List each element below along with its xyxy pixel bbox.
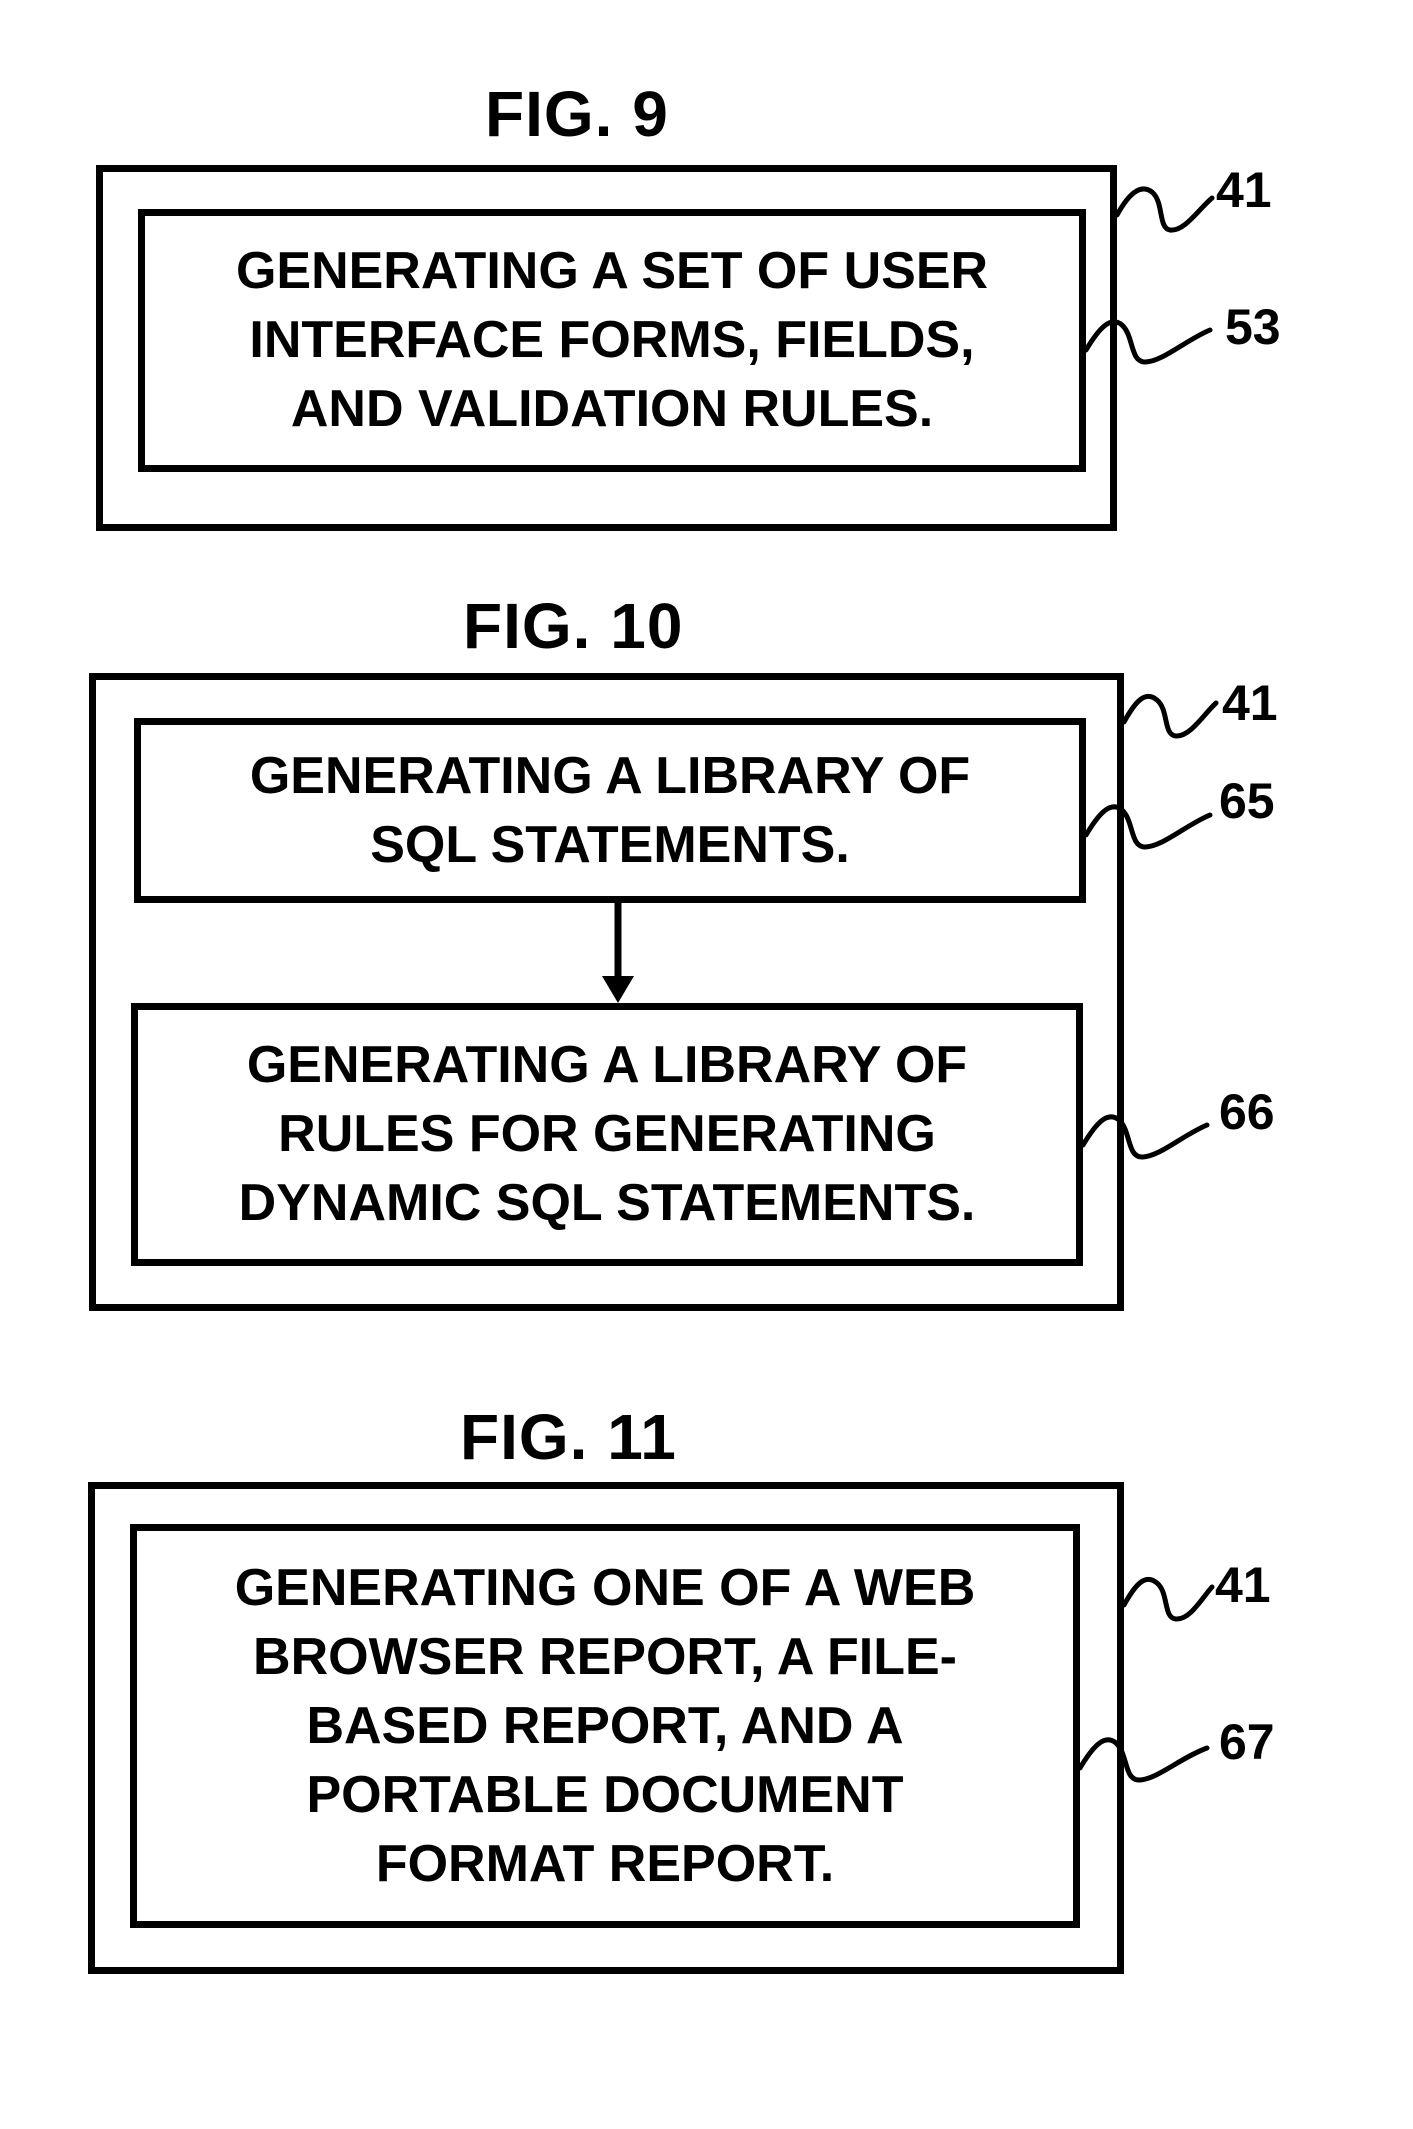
fig10-step2-box: GENERATING A LIBRARY OF RULES FOR GENERA… [131, 1003, 1083, 1266]
fig10-outer-leader [1124, 696, 1216, 736]
fig9-step-box: GENERATING A SET OF USER INTERFACE FORMS… [138, 209, 1086, 472]
fig11-step-line-4: PORTABLE DOCUMENT [306, 1761, 903, 1830]
fig10-step2-line-3: DYNAMIC SQL STATEMENTS. [239, 1169, 976, 1238]
fig9-step-line-1: GENERATING A SET OF USER [236, 237, 988, 306]
fig10-step1-line-1: GENERATING A LIBRARY OF [250, 742, 970, 811]
fig11-step-line-2: BROWSER REPORT, A FILE- [253, 1623, 957, 1692]
fig11-step-ref-label: 67 [1219, 1717, 1275, 1767]
fig9-outer-leader [1117, 189, 1212, 230]
fig11-outer-ref-label: 41 [1215, 1560, 1271, 1610]
fig11-step-line-1: GENERATING ONE OF A WEB [235, 1554, 976, 1623]
fig11-step-line-5: FORMAT REPORT. [376, 1830, 834, 1899]
fig9-step-line-2: INTERFACE FORMS, FIELDS, [249, 306, 974, 375]
fig10-step1-ref-label: 65 [1219, 776, 1275, 826]
fig10-step2-ref-label: 66 [1219, 1087, 1275, 1137]
fig10-step2-line-2: RULES FOR GENERATING [278, 1100, 936, 1169]
fig11-title: FIG. 11 [460, 1405, 677, 1469]
fig10-outer-ref-label: 41 [1222, 678, 1278, 728]
fig9-title: FIG. 9 [485, 82, 669, 146]
fig10-step1-box: GENERATING A LIBRARY OF SQL STATEMENTS. [134, 718, 1086, 903]
fig11-step-line-3: BASED REPORT, AND A [306, 1692, 903, 1761]
fig9-step-line-3: AND VALIDATION RULES. [291, 375, 933, 444]
fig11-step-box: GENERATING ONE OF A WEB BROWSER REPORT, … [130, 1524, 1080, 1928]
fig10-step2-line-1: GENERATING A LIBRARY OF [247, 1031, 967, 1100]
fig9-outer-ref-label: 41 [1216, 165, 1272, 215]
fig11-outer-leader [1124, 1579, 1212, 1619]
fig10-title: FIG. 10 [463, 594, 683, 658]
fig10-step1-line-2: SQL STATEMENTS. [370, 811, 850, 880]
fig9-step-ref-label: 53 [1225, 302, 1281, 352]
